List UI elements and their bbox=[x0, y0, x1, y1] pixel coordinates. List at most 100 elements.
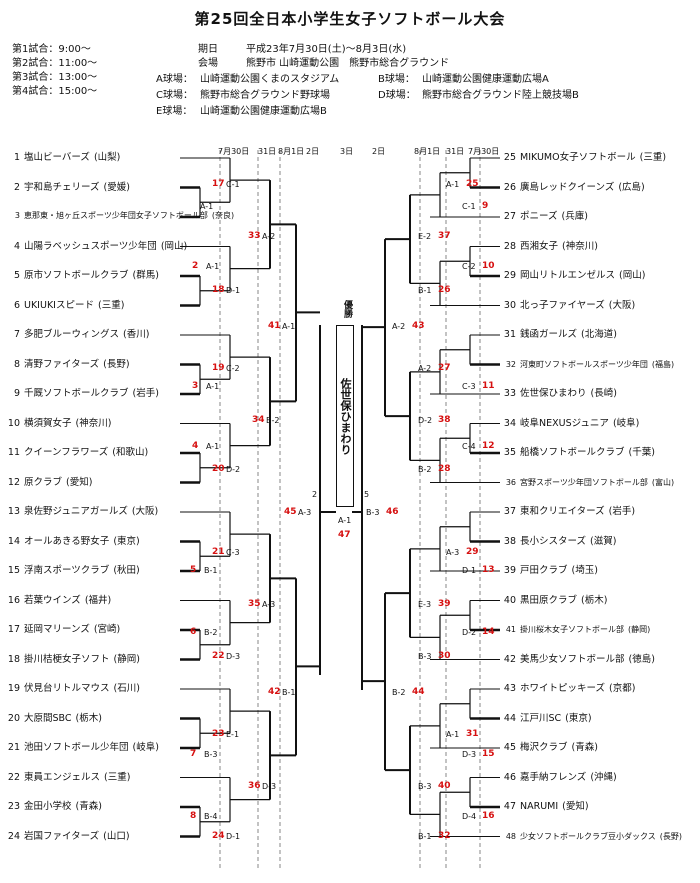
team-prefecture: (静岡) bbox=[628, 625, 651, 634]
game-number-right: 46 bbox=[386, 507, 399, 517]
team-name: クイーンフラワーズ bbox=[24, 447, 109, 458]
field-d-label: D球場： bbox=[378, 90, 416, 101]
game-number-right: 37 bbox=[438, 231, 451, 241]
team-name: 廣島レッドクイーンズ bbox=[520, 181, 615, 193]
game-number-right: 15 bbox=[482, 749, 495, 759]
team-prefecture: (三重) bbox=[639, 152, 667, 163]
team-name: ホワイトピッキーズ bbox=[520, 683, 606, 694]
team-name: 若葉ウインズ bbox=[24, 594, 81, 606]
game-number-left: 35 bbox=[248, 599, 261, 609]
team-number: 24 bbox=[7, 830, 20, 842]
game-number-left: 4 bbox=[192, 441, 199, 451]
team-number: 44 bbox=[503, 712, 516, 724]
game-code-right: A-3 bbox=[446, 548, 460, 557]
team-prefecture: (広島) bbox=[618, 181, 645, 193]
team-prefecture: (愛知) bbox=[66, 476, 93, 488]
game-number-right: 16 bbox=[482, 811, 495, 821]
team-name: 塩山ビーバーズ bbox=[24, 152, 90, 163]
team-prefecture: (沖縄) bbox=[590, 771, 617, 783]
game-code-left: B-2 bbox=[204, 628, 218, 637]
game-code-left: A-1 bbox=[206, 262, 220, 271]
team-number: 34 bbox=[503, 417, 516, 429]
game-number-right: 12 bbox=[482, 441, 495, 451]
game-code-left: E-1 bbox=[226, 730, 240, 739]
team-name: 浮南スポーツクラブ bbox=[24, 565, 110, 576]
team-prefecture: (長野) bbox=[103, 358, 130, 370]
team-number: 5 bbox=[13, 270, 20, 281]
team-name: MIKUMO女子ソフトボール bbox=[520, 152, 636, 163]
team-prefecture: (千葉) bbox=[628, 447, 655, 458]
team-number: 47 bbox=[503, 801, 516, 812]
team-number: 32 bbox=[505, 359, 516, 369]
team-number: 19 bbox=[7, 683, 20, 694]
game-code-right: B-3 bbox=[418, 652, 432, 661]
team-name: 戸田クラブ bbox=[520, 565, 568, 576]
game-number-right: 27 bbox=[438, 363, 451, 373]
team-number: 1 bbox=[13, 152, 20, 163]
field-e-value: 山崎運動公園健康運動広場B bbox=[200, 106, 327, 117]
date-right-4: 7月30日 bbox=[468, 147, 500, 156]
team-name: 恵那東・旭ヶ丘スポーツ少年団女子ソフトボール部 bbox=[24, 211, 208, 220]
team-prefecture: (福井) bbox=[84, 594, 112, 606]
team-prefecture: (和歌山) bbox=[112, 447, 149, 458]
game-code-right: B-3 bbox=[366, 508, 380, 517]
team-number: 39 bbox=[503, 565, 516, 576]
team-number: 48 bbox=[505, 831, 516, 841]
team-name: 東和クリエイターズ bbox=[520, 506, 605, 517]
game-number-right: 43 bbox=[412, 321, 425, 331]
team-number: 28 bbox=[503, 240, 516, 252]
team-number: 29 bbox=[503, 270, 516, 281]
team-name: 岐阜NEXUSジュニア bbox=[520, 417, 609, 429]
team-number: 43 bbox=[503, 683, 516, 694]
game-number-left: 17 bbox=[212, 179, 225, 189]
game-number-right: 31 bbox=[466, 729, 479, 739]
team-number: 2 bbox=[13, 181, 20, 193]
team-number: 25 bbox=[503, 152, 516, 163]
team-prefecture: (栃木) bbox=[581, 594, 608, 606]
game-number-left: 34 bbox=[252, 415, 265, 425]
game-code-right: D-2 bbox=[462, 628, 477, 637]
team-prefecture: (東京) bbox=[565, 712, 592, 724]
team-prefecture: (岩手) bbox=[132, 388, 159, 399]
final-game-number: 47 bbox=[338, 530, 351, 540]
team-name: 美馬少女ソフトボール部 bbox=[520, 653, 625, 665]
right-team-25: 25 MIKUMO女子ソフトボール(三重) bbox=[500, 152, 666, 164]
team-prefecture: (長野) bbox=[659, 831, 683, 841]
game-code-right: B-2 bbox=[418, 465, 432, 474]
team-prefecture: (北海道) bbox=[581, 329, 617, 340]
game-code-right: C-4 bbox=[462, 442, 476, 451]
team-prefecture: (秋田) bbox=[113, 565, 140, 576]
game-number-left: 6 bbox=[190, 627, 197, 637]
game-code-left: A-1 bbox=[282, 322, 296, 331]
team-name: 岩国ファイターズ bbox=[24, 830, 100, 842]
schedule-line-1: 第1試合：9:00〜 bbox=[12, 44, 91, 55]
team-number: 7 bbox=[13, 329, 20, 340]
game-number-left: 21 bbox=[212, 547, 225, 557]
game-number-left: 23 bbox=[212, 729, 225, 739]
team-number: 12 bbox=[7, 476, 20, 488]
team-prefecture: (徳島) bbox=[628, 653, 655, 665]
game-code-left: A-3 bbox=[298, 508, 312, 517]
team-prefecture: (神奈川) bbox=[75, 417, 112, 429]
team-number: 10 bbox=[7, 417, 20, 429]
team-prefecture: (三重) bbox=[97, 299, 125, 311]
final-score-left: 2 bbox=[312, 490, 318, 499]
team-name: オールあきる野女子 bbox=[24, 535, 110, 547]
team-prefecture: (奈良) bbox=[211, 211, 235, 220]
game-code-left: A-1 bbox=[206, 442, 220, 451]
